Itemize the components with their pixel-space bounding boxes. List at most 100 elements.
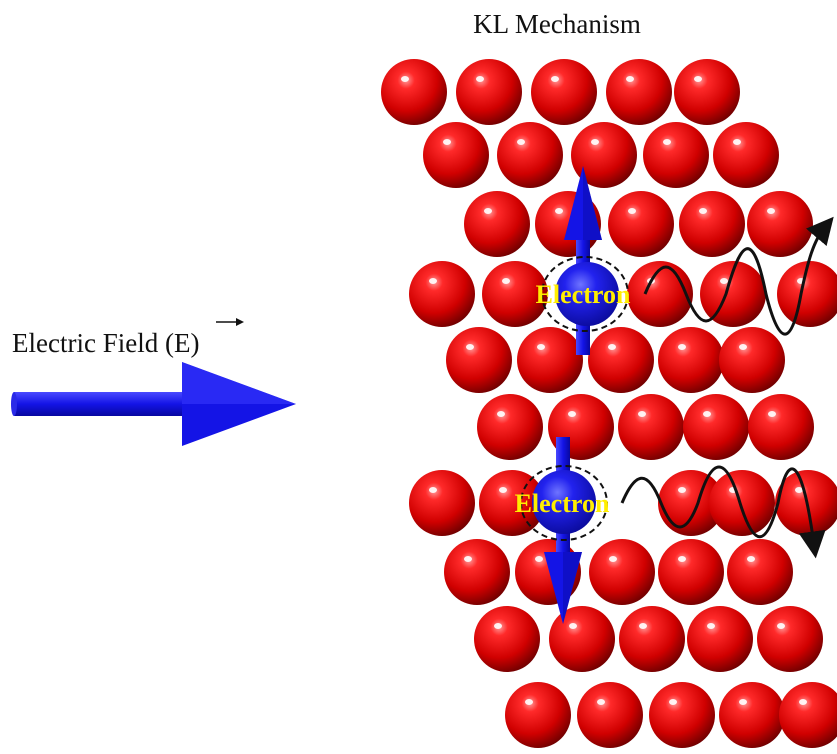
atom-highlight [568, 411, 576, 417]
atom-lattice [381, 59, 837, 748]
atom-highlight [739, 699, 747, 705]
lattice-atom [649, 682, 715, 748]
lattice-atom [679, 191, 745, 257]
atom-highlight [767, 208, 775, 214]
atom-highlight [733, 139, 741, 145]
lattice-atom [618, 394, 684, 460]
lattice-atom [423, 122, 489, 188]
atom-highlight [537, 344, 545, 350]
atom-highlight [747, 556, 755, 562]
lattice-atom [549, 606, 615, 672]
lattice-atom [477, 394, 543, 460]
atom-highlight [499, 487, 507, 493]
atom-highlight [638, 411, 646, 417]
lattice-atom [482, 261, 548, 327]
lattice-atom [779, 682, 837, 748]
lattice-atom [658, 539, 724, 605]
atom-highlight [443, 139, 451, 145]
electric-field-open-paren: ( [165, 328, 174, 358]
lattice-atom [713, 122, 779, 188]
lattice-atom [658, 470, 724, 536]
atom-highlight [678, 344, 686, 350]
lattice-atom [627, 261, 693, 327]
lattice-atom [588, 327, 654, 393]
lattice-atom [589, 539, 655, 605]
lattice-atom [700, 261, 766, 327]
atom-highlight [678, 487, 686, 493]
lattice-atom [464, 191, 530, 257]
lattice-atom [606, 59, 672, 125]
atom-highlight [768, 411, 776, 417]
atom-highlight [678, 556, 686, 562]
atom-highlight [795, 487, 803, 493]
lattice-atom [531, 59, 597, 125]
lattice-atom [608, 191, 674, 257]
atom-highlight [799, 699, 807, 705]
lattice-atom [674, 59, 740, 125]
atom-highlight [609, 556, 617, 562]
lattice-atom [444, 539, 510, 605]
vector-arrow-over-e [216, 318, 244, 326]
electron-dashed-orbit [541, 256, 629, 332]
lattice-atom [479, 470, 545, 536]
atom-highlight [707, 623, 715, 629]
electron-label: Electron [536, 280, 631, 309]
lattice-atom [409, 261, 475, 327]
atom-highlight [777, 623, 785, 629]
lattice-atom [474, 606, 540, 672]
atom-highlight [628, 208, 636, 214]
lattice-atom [619, 606, 685, 672]
lattice-atom [456, 59, 522, 125]
electron-label: Electron [515, 489, 610, 518]
atom-highlight [663, 139, 671, 145]
atom-highlight [551, 76, 559, 82]
atom-highlight [429, 278, 437, 284]
electron-group-2: Electron [515, 437, 826, 624]
atom-highlight [703, 411, 711, 417]
atom-highlight [720, 278, 728, 284]
lattice-atom [658, 327, 724, 393]
lattice-atom [748, 394, 814, 460]
electric-field-arrow [11, 362, 296, 446]
atom-highlight [476, 76, 484, 82]
electric-field-label: Electric Field (E) [12, 328, 199, 358]
atom-highlight [535, 556, 543, 562]
atom-highlight [484, 208, 492, 214]
atom-highlight [464, 556, 472, 562]
atom-highlight [608, 344, 616, 350]
lattice-wave [643, 216, 834, 336]
atom-highlight [401, 76, 409, 82]
lattice-atom [747, 191, 813, 257]
atom-highlight [429, 487, 437, 493]
atom-highlight [739, 344, 747, 350]
electron-sphere [555, 262, 619, 326]
electron-group-1: Electron [536, 166, 834, 355]
atom-highlight [639, 623, 647, 629]
lattice-atom [446, 327, 512, 393]
atom-highlight [597, 699, 605, 705]
lattice-atom [577, 682, 643, 748]
atom-highlight [591, 139, 599, 145]
lattice-atom [719, 327, 785, 393]
atom-highlight [669, 699, 677, 705]
atom-highlight [555, 208, 563, 214]
lattice-atom [683, 394, 749, 460]
atom-highlight [699, 208, 707, 214]
diagram-title: KL Mechanism [473, 9, 641, 39]
lattice-atom [687, 606, 753, 672]
lattice-atom [517, 327, 583, 393]
electric-field-symbol: E [174, 328, 191, 358]
lattice-atom [571, 122, 637, 188]
atom-highlight [626, 76, 634, 82]
electron-dashed-orbit [520, 465, 608, 541]
lattice-atom [709, 470, 775, 536]
lattice-atom [497, 122, 563, 188]
lattice-atom [719, 682, 785, 748]
lattice-atom [727, 539, 793, 605]
lattice-atom [409, 470, 475, 536]
lattice-atom [505, 682, 571, 748]
electric-field-close-paren: ) [190, 328, 199, 358]
atom-highlight [525, 699, 533, 705]
atom-highlight [517, 139, 525, 145]
lattice-wave [620, 465, 826, 559]
